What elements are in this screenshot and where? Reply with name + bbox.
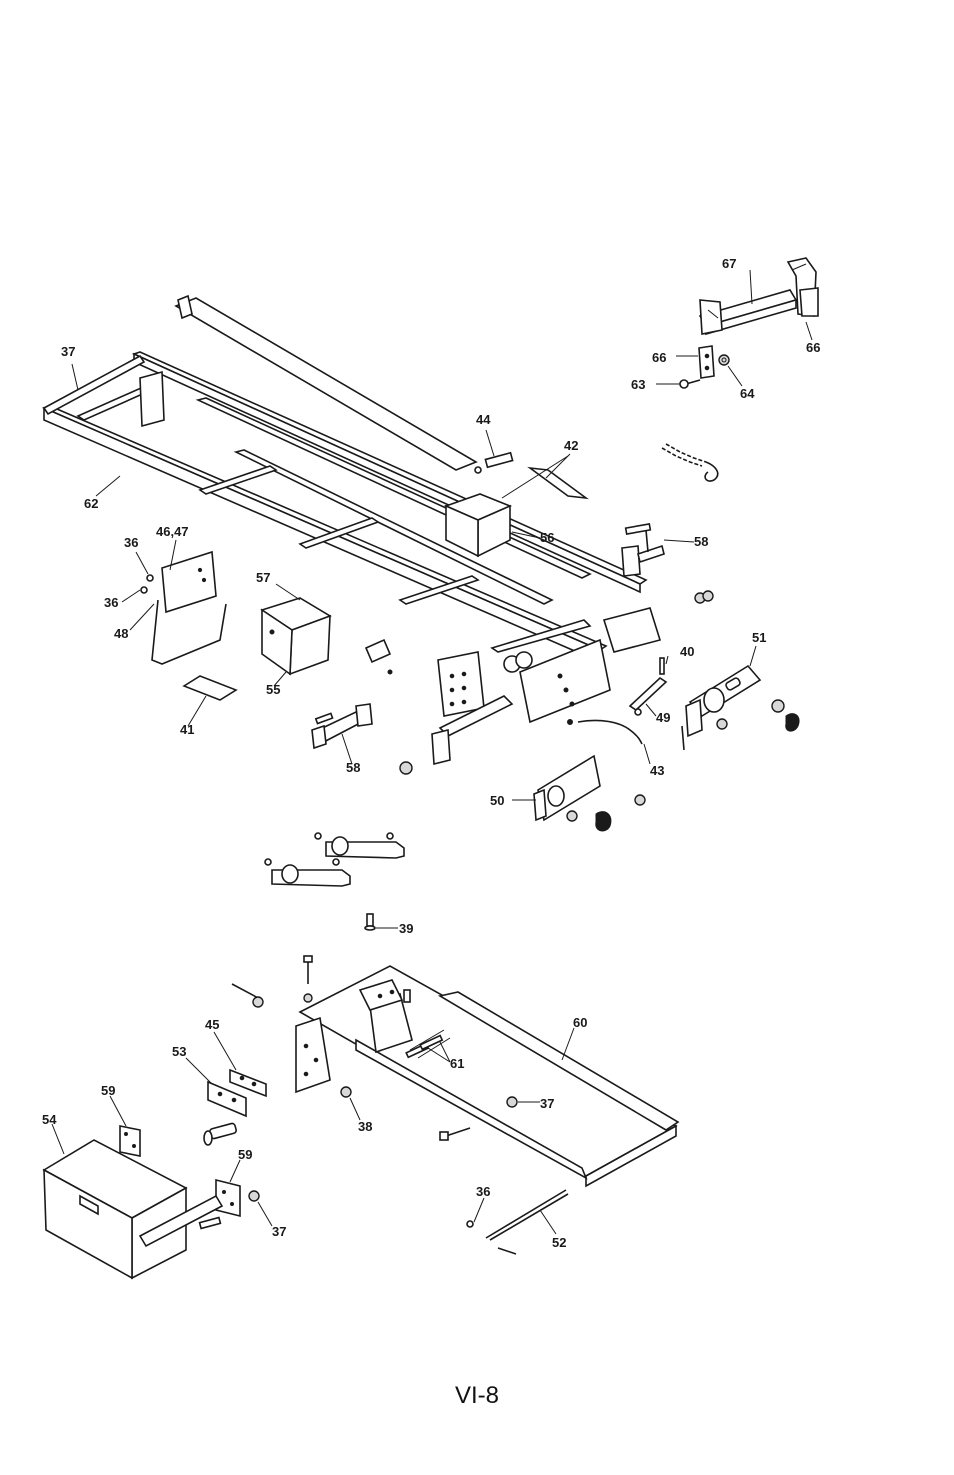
part-45-plate <box>229 1068 267 1098</box>
callout-55: 55 <box>266 682 280 697</box>
part-59-bracket-lower <box>215 1178 241 1218</box>
callout-49: 49 <box>656 710 670 725</box>
callout-58: 58 <box>346 760 360 775</box>
callout-63: 63 <box>631 377 645 392</box>
callout-60: 60 <box>573 1015 587 1030</box>
part-64-nut <box>718 354 730 366</box>
part-38-nut <box>340 1086 352 1098</box>
part-60-tray <box>295 965 680 1188</box>
part-53-plate <box>207 1080 247 1118</box>
callout-36: 36 <box>476 1184 490 1199</box>
callout-42: 42 <box>564 438 578 453</box>
callout-58: 58 <box>694 534 708 549</box>
part-66-plate <box>698 345 715 379</box>
part-59-bracket-upper <box>119 1125 141 1157</box>
callout-41: 41 <box>180 722 194 737</box>
part-58-hitch-upper <box>621 523 665 577</box>
part-42-plate <box>527 466 589 500</box>
page-number: VI-8 <box>454 1382 499 1409</box>
part-51-plate <box>681 664 800 751</box>
safety-chain <box>661 443 719 482</box>
callout-59: 59 <box>101 1083 115 1098</box>
callout-labels: 67 66 66 63 64 37 44 42 62 56 58 46,47 3… <box>42 256 820 1250</box>
callout-67: 67 <box>722 256 736 271</box>
part-61-pins <box>405 1034 444 1059</box>
part-67-mount-bracket <box>698 257 819 336</box>
callout-59: 59 <box>238 1147 252 1162</box>
part-39-bolt <box>364 913 376 931</box>
callout-66: 66 <box>806 340 820 355</box>
callout-39: 39 <box>399 921 413 936</box>
callout-46-47: 46,47 <box>156 524 189 539</box>
cylinder-lower <box>264 858 351 887</box>
callout-38: 38 <box>358 1119 372 1134</box>
callout-61: 61 <box>450 1056 464 1071</box>
part-37-nut-toolbox <box>198 1190 260 1230</box>
cylinder-upper <box>314 832 405 859</box>
part-49-bar <box>628 676 668 716</box>
part-52-rod <box>466 1189 569 1255</box>
leader-lines <box>51 269 813 1235</box>
callout-52: 52 <box>552 1235 566 1250</box>
vertical-bolt <box>303 955 313 1003</box>
callout-53: 53 <box>172 1044 186 1059</box>
hardware-nuts-upper <box>694 590 714 604</box>
callout-64: 64 <box>740 386 755 401</box>
bolt-large <box>203 1122 237 1146</box>
callout-36: 36 <box>124 535 138 550</box>
bolt-long <box>439 1127 471 1141</box>
callout-40: 40 <box>680 644 694 659</box>
callout-50: 50 <box>490 793 504 808</box>
part-56-box <box>443 493 513 558</box>
callout-48: 48 <box>114 626 128 641</box>
part-40-pin <box>659 657 665 675</box>
part-63-bolt <box>679 379 701 389</box>
callout-51: 51 <box>752 630 766 645</box>
part-50-plate <box>399 754 646 832</box>
part-62-main-frame <box>41 294 662 766</box>
callout-66: 66 <box>652 350 666 365</box>
part-43-cable <box>567 719 643 745</box>
callout-44: 44 <box>476 412 491 427</box>
part-46-47-plate <box>161 550 217 614</box>
callout-45: 45 <box>205 1017 219 1032</box>
horizontal-bolt <box>231 983 264 1008</box>
part-44-pin <box>474 451 514 474</box>
small-clamp <box>364 638 393 675</box>
callout-36: 36 <box>104 595 118 610</box>
callout-37: 37 <box>540 1096 554 1111</box>
part-55-box <box>260 597 332 676</box>
part-41-pad <box>182 675 238 701</box>
part-54-toolbox <box>42 1139 188 1280</box>
callout-56: 56 <box>540 530 554 545</box>
callout-43: 43 <box>650 763 664 778</box>
toolbox-support-arm <box>138 1194 224 1248</box>
part-37-nut-tray <box>506 1096 518 1108</box>
part-48-handle <box>140 574 227 665</box>
callout-54: 54 <box>42 1112 57 1127</box>
part-58-hitch-lower <box>311 703 373 750</box>
callout-57: 57 <box>256 570 270 585</box>
callout-62: 62 <box>84 496 98 511</box>
callout-37: 37 <box>272 1224 286 1239</box>
callout-37: 37 <box>61 344 75 359</box>
